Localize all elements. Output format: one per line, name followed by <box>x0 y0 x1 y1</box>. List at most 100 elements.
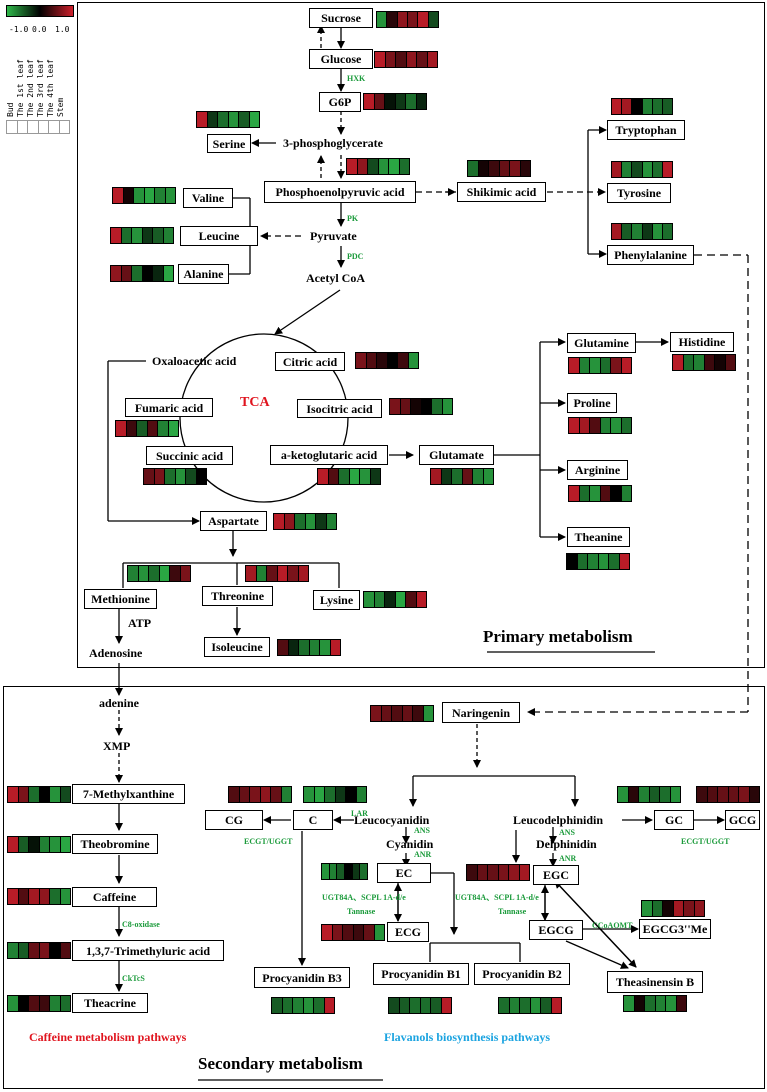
heatmap-g6p <box>363 93 427 110</box>
heatmap-cell-glutamine-0 <box>569 358 580 373</box>
node-gcg: GCG <box>725 810 760 830</box>
node-procyanidin-b3: Procyanidin B3 <box>254 967 350 988</box>
heatmap-glucose <box>374 51 438 68</box>
heatmap-cell-shikimic-1 <box>478 161 489 176</box>
heatmap-cell-theobromine-5 <box>60 837 70 852</box>
heatmap-cell-ec-3 <box>345 864 353 879</box>
heatmap-ecg <box>321 924 385 941</box>
heatmap-cell-isocitric-3 <box>421 399 432 414</box>
heatmap-cell-egc-1 <box>477 865 488 880</box>
heatmap-cell-ecg-2 <box>343 925 354 940</box>
heatmap-cell-theacrine-5 <box>60 996 70 1011</box>
heatmap-theobromine <box>7 836 71 853</box>
enzyme-tannase-2: Tannase <box>498 907 527 916</box>
node-ec: EC <box>377 863 431 883</box>
node-7-methylxanthine: 7-Methylxanthine <box>72 784 185 804</box>
heatmap-cell-gcg-0 <box>697 787 708 802</box>
enzyme-pdc: PDC <box>347 252 364 261</box>
heatmap-cell-sucrose-1 <box>387 12 398 27</box>
heatmap-cell-aspartate-5 <box>326 514 336 529</box>
heatmap-cell-gc-2 <box>639 787 650 802</box>
heatmap-cell-theasinensin_b-3 <box>655 996 666 1011</box>
heatmap-cell-theacrine-3 <box>39 996 50 1011</box>
heatmap-cell-threonine-3 <box>277 566 288 581</box>
heatmap-cell-methylxanthine-4 <box>50 787 61 802</box>
node-tyrosine: Tyrosine <box>607 183 671 203</box>
heatmap-cell-gc-1 <box>628 787 639 802</box>
heatmap-cell-theacrine-0 <box>8 996 19 1011</box>
heatmap-cell-glutamine-3 <box>600 358 611 373</box>
heatmap-cell-threonine-4 <box>288 566 299 581</box>
heatmap-cell-cg-1 <box>239 787 250 802</box>
heatmap-cell-caffeine-4 <box>50 889 61 904</box>
heatmap-cell-methionine-5 <box>180 566 190 581</box>
heatmap-cell-sucrose-5 <box>428 12 438 27</box>
node-atp: ATP <box>128 616 152 630</box>
heatmap-cell-sucrose-3 <box>407 12 419 27</box>
heatmap-sucrose <box>376 11 439 28</box>
heatmap-cell-phenylalanine-1 <box>622 224 633 239</box>
heatmap-histidine <box>672 354 736 371</box>
heatmap-glutamate <box>430 468 494 485</box>
heatmap-pep <box>346 158 410 175</box>
heatmap-cell-lysine-4 <box>406 592 417 607</box>
heatmap-cell-c-2 <box>325 787 336 802</box>
node-3-phosphoglycerate: 3-phosphoglycerate <box>283 136 383 150</box>
heatmap-cell-tryptophan-0 <box>612 99 623 114</box>
heatmap-cell-methylxanthine-5 <box>60 787 70 802</box>
node-histidine: Histidine <box>670 332 734 352</box>
node-egcg3me: EGCG3''Me <box>639 919 711 939</box>
heatmap-cell-glutamine-2 <box>590 358 601 373</box>
legend-cells <box>6 120 70 134</box>
heatmap-cell-succinic-1 <box>154 469 165 484</box>
heatmap-cell-sucrose-2 <box>397 12 408 27</box>
heatmap-cell-procyanidin_b1-1 <box>399 998 410 1013</box>
node-xmp: XMP <box>103 739 131 753</box>
heatmap-cell-succinic-0 <box>144 469 155 484</box>
enzyme-cktcs: CkTcS <box>122 974 145 983</box>
heatmap-cell-shikimic-2 <box>489 161 500 176</box>
heatmap-cell-theobromine-2 <box>29 837 40 852</box>
heatmap-cell-trimethyluric-5 <box>60 943 70 958</box>
heatmap-cell-lysine-5 <box>416 592 426 607</box>
heatmap-cell-fumaric-3 <box>147 421 158 436</box>
heatmap-glutamine <box>568 357 632 374</box>
heatmap-cell-tryptophan-4 <box>652 99 663 114</box>
heatmap-cell-gcg-3 <box>728 787 739 802</box>
heatmap-cell-c-4 <box>346 787 357 802</box>
flavanol-pathway-caption: Flavanols biosynthesis pathways <box>384 1030 551 1044</box>
node-isocitric-acid: Isocitric acid <box>297 399 382 418</box>
node-procyanidin-b1: Procyanidin B1 <box>373 963 469 985</box>
heatmap-cell-aspartate-2 <box>295 514 306 529</box>
heatmap-cell-phenylalanine-4 <box>652 224 663 239</box>
heatmap-cell-g6p-4 <box>406 94 417 109</box>
heatmap-methylxanthine <box>7 786 71 803</box>
heatmap-cell-c-1 <box>314 787 325 802</box>
heatmap-cell-citric-5 <box>408 353 418 368</box>
heatmap-cell-histidine-0 <box>673 355 684 370</box>
heatmap-cell-proline-3 <box>600 418 611 433</box>
heatmap-valine <box>112 187 176 204</box>
heatmap-cell-glucose-3 <box>406 52 417 67</box>
heatmap-proline <box>568 417 632 434</box>
node-tryptophan: Tryptophan <box>607 120 685 140</box>
heatmap-alanine <box>110 265 174 282</box>
heatmap-cell-arginine-4 <box>611 486 622 501</box>
node-egc: EGC <box>533 865 579 885</box>
node-leucodelphinidin: Leucodelphinidin <box>513 813 604 827</box>
heatmap-cell-serine-5 <box>249 112 259 127</box>
heatmap-cell-tyrosine-1 <box>622 162 633 177</box>
heatmap-cell-g6p-2 <box>385 94 396 109</box>
node-succinic-acid: Succinic acid <box>146 446 233 465</box>
heatmap-cell-fumaric-1 <box>126 421 137 436</box>
heatmap-cell-glucose-0 <box>375 52 386 67</box>
enzyme-ans-1: ANS <box>414 826 431 835</box>
enzyme-ugt-1: UGT84A、SCPL 1A-d/e <box>322 893 406 902</box>
heatmap-cell-pep-3 <box>378 159 389 174</box>
heatmap-cell-cg-5 <box>281 787 291 802</box>
heatmap-cell-trimethyluric-0 <box>8 943 19 958</box>
heatmap-cell-ec-2 <box>337 864 346 879</box>
caffeine-pathway-caption: Caffeine metabolism pathways <box>29 1030 187 1044</box>
heatmap-cell-alanine-1 <box>121 266 132 281</box>
heatmap-cell-isoleucine-0 <box>278 640 289 655</box>
